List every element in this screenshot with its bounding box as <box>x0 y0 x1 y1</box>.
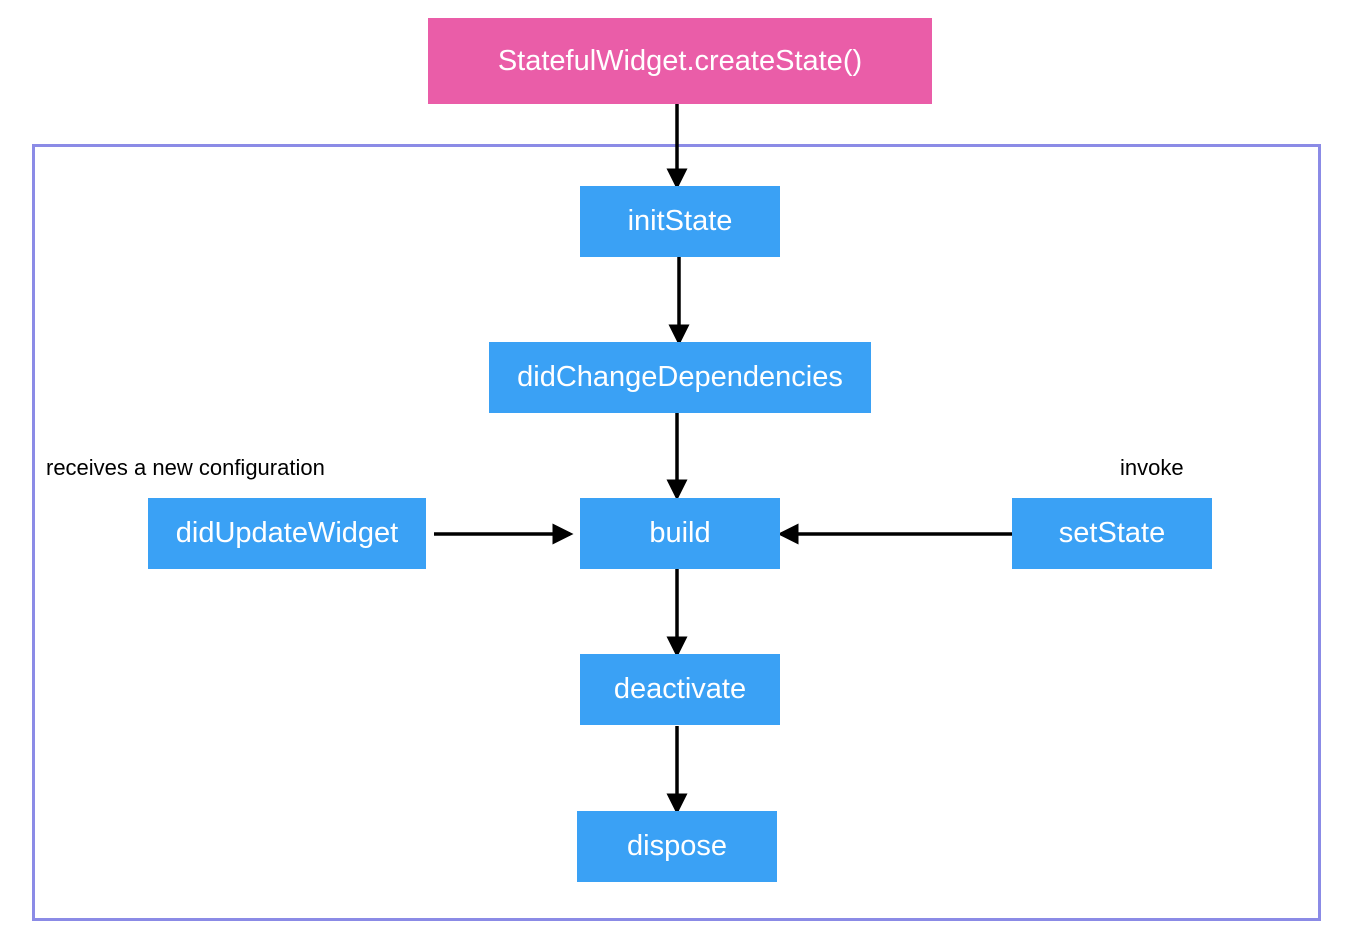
deactivate-node: deactivate <box>580 654 780 725</box>
invoke-label: invoke <box>1120 455 1184 480</box>
new-configuration-label: receives a new configuration <box>46 455 325 480</box>
did-update-widget-node: didUpdateWidget <box>148 498 426 569</box>
create-state-node: StatefulWidget.createState() <box>428 18 932 104</box>
set-state-node: setState <box>1012 498 1212 569</box>
did-change-dependencies-node: didChangeDependencies <box>489 342 871 413</box>
init-state-node: initState <box>580 186 780 257</box>
build-node: build <box>580 498 780 569</box>
dispose-node: dispose <box>577 811 777 882</box>
